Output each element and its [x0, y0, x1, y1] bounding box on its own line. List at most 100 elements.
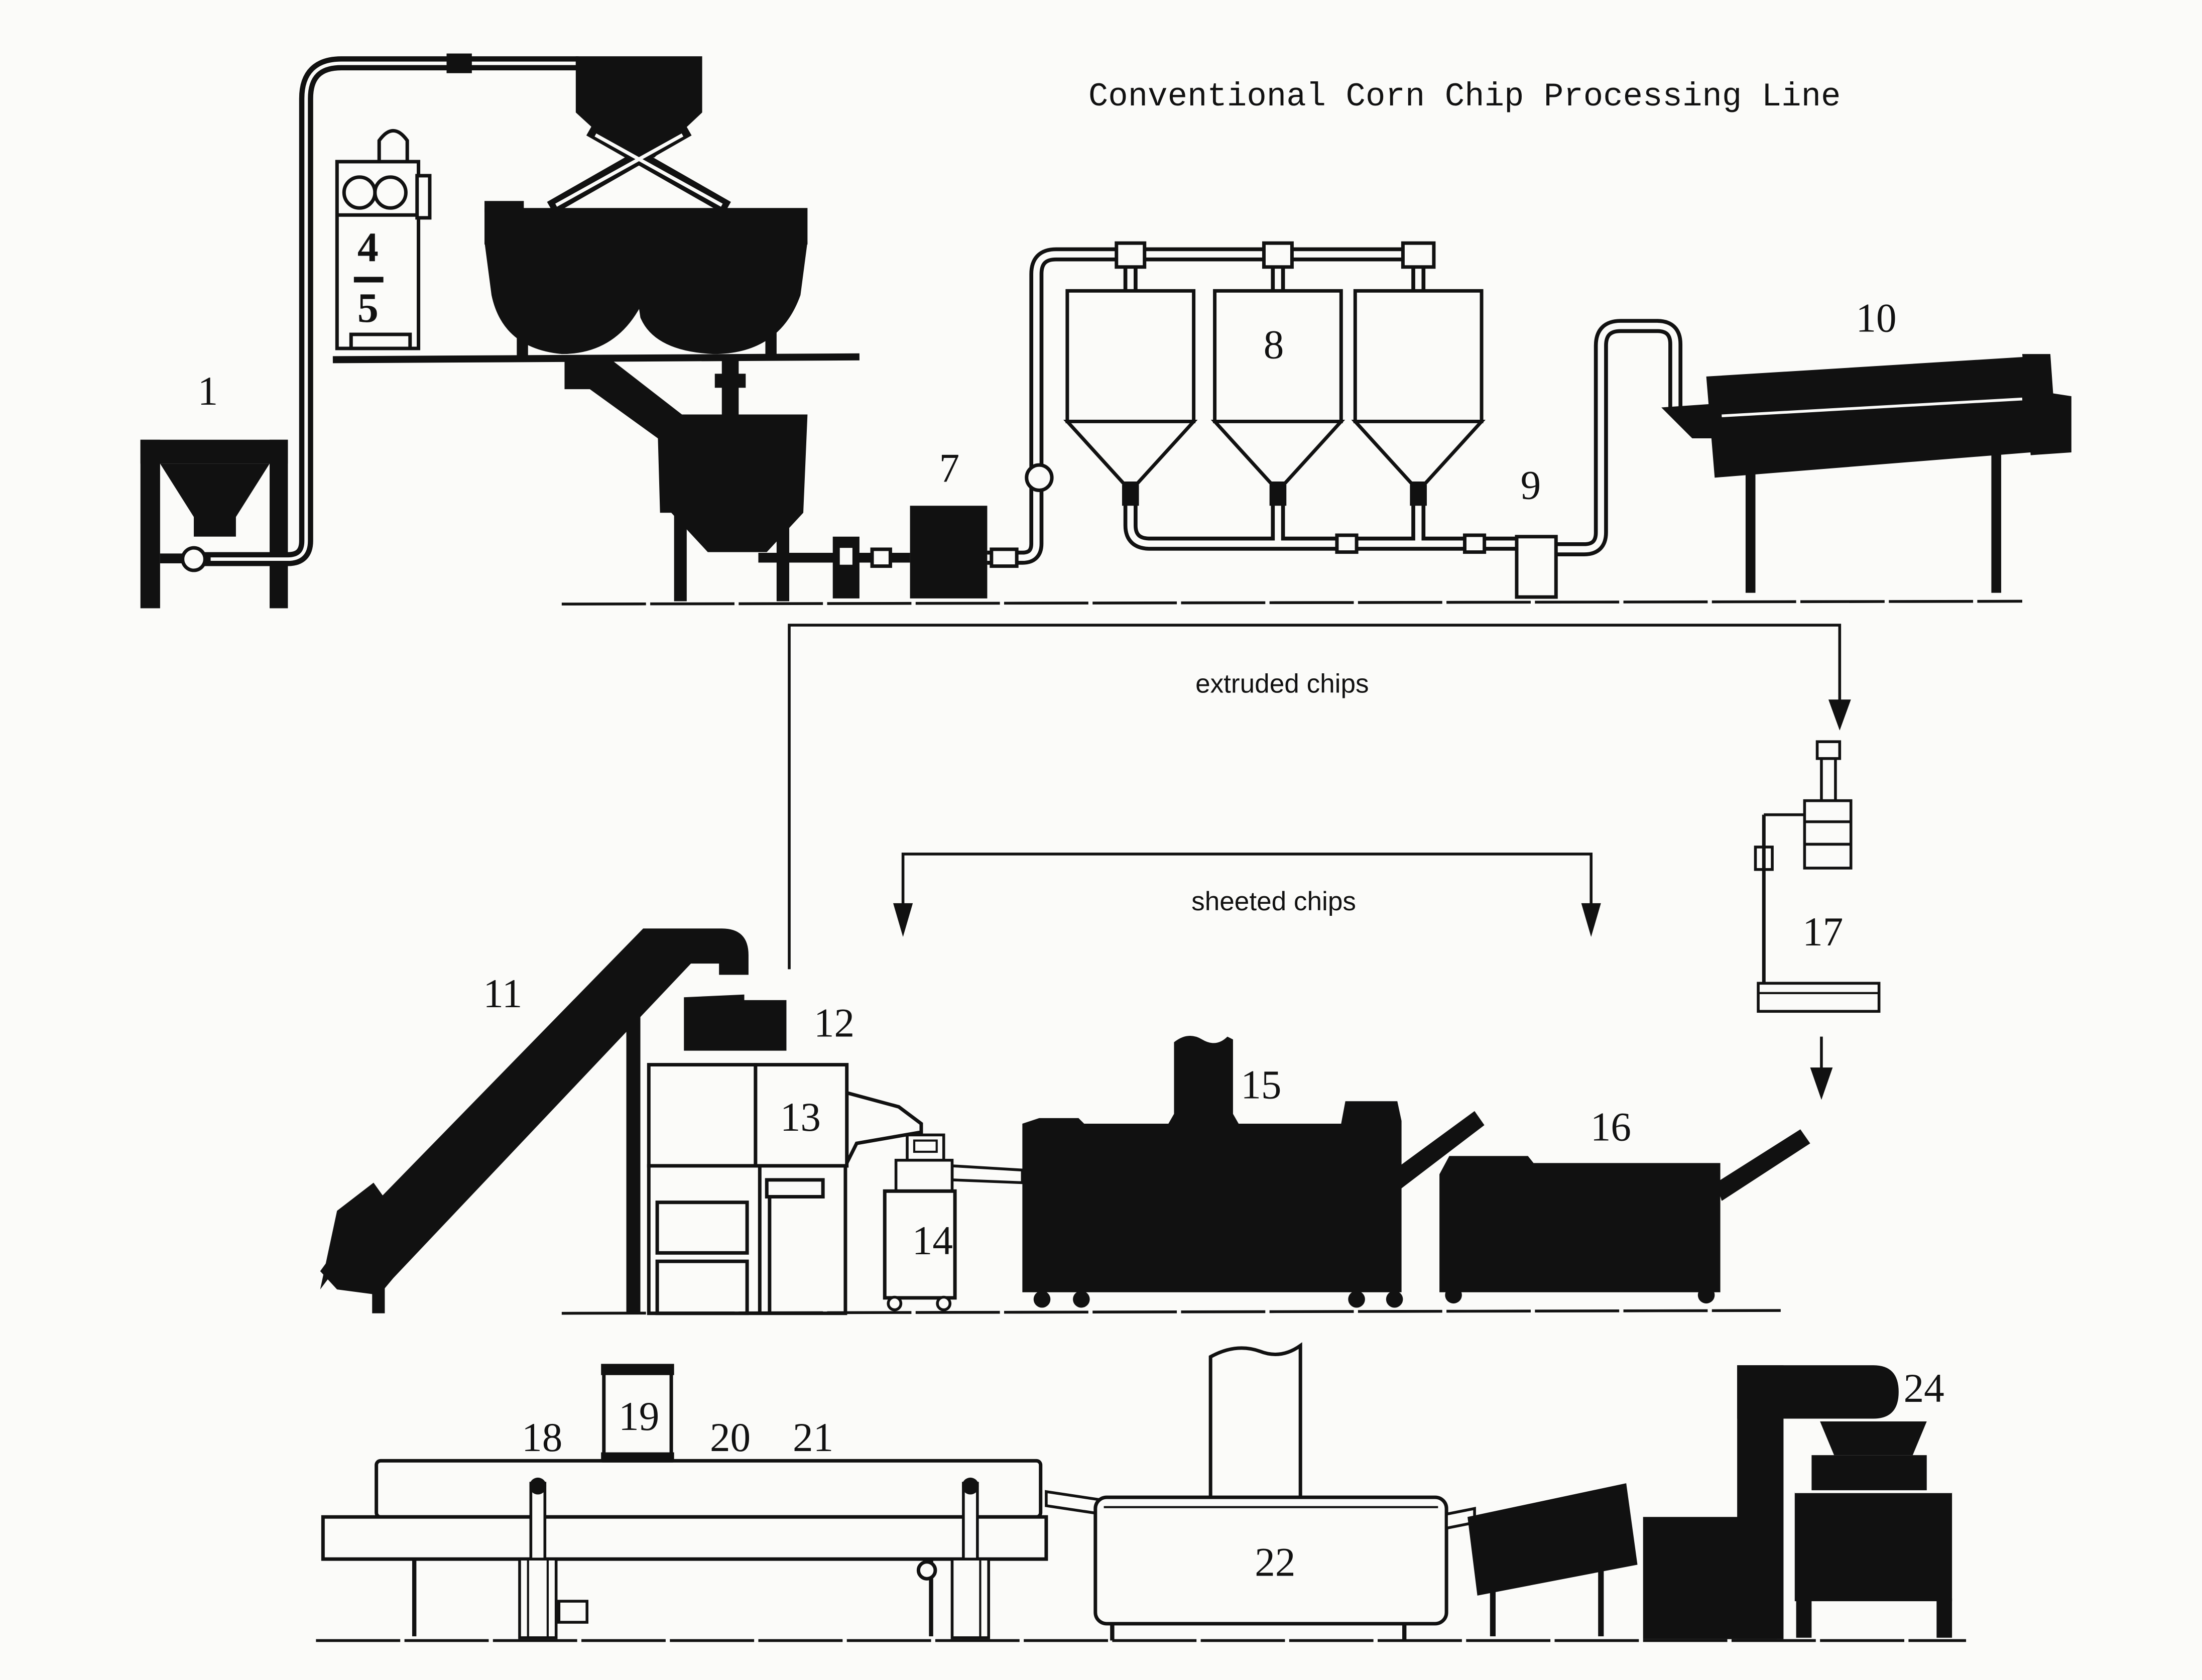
machine-14-wheel-left: [887, 1295, 903, 1311]
lower-hopper-body: [657, 414, 808, 552]
kettle-left-leg: [517, 323, 528, 360]
sheeter-upper-left: [647, 1063, 758, 1168]
pipe-7-gauge: [1025, 463, 1054, 492]
applicator-19-bottom-bar: [601, 1452, 674, 1463]
diagram-title: Conventional Corn Chip Processing Line: [1088, 78, 1841, 115]
transfer-pump: [832, 536, 860, 598]
sheeter-drawer-1: [655, 1201, 749, 1255]
silo-2-valve: [1269, 485, 1287, 506]
label-21: 21: [793, 1415, 833, 1460]
cutter-down-arrowhead: [1810, 1067, 1833, 1100]
lower-hopper-left-leg: [674, 506, 687, 602]
hopper-1-left-leg: [140, 439, 160, 609]
kettle-rim: [484, 208, 808, 245]
bucket-elevator: [1643, 1365, 1899, 1639]
pipe-7-riser-inner: [987, 251, 1433, 561]
machine-13-sheeter: [647, 1063, 923, 1315]
label-24: 24: [1904, 1366, 1944, 1411]
packager-hopper: [1820, 1421, 1927, 1456]
hopper-1-funnel: [160, 463, 270, 537]
machine-14-body: [883, 1189, 957, 1300]
cabinet-side-box: [415, 174, 432, 220]
machine-14-head-window: [913, 1139, 938, 1153]
label-7: 7: [939, 446, 960, 491]
machine-14-wheel-right: [936, 1295, 952, 1311]
label-20: 20: [710, 1415, 751, 1460]
conveyor-post-right-housing: [950, 1557, 991, 1639]
label-4: 4: [357, 224, 379, 271]
drum-22-body: [1093, 1495, 1448, 1626]
bottom-manifold-coupling-1: [1335, 533, 1359, 554]
applicator-19-top-bar: [601, 1364, 674, 1375]
extruded-chips-flow: extruded chips: [788, 624, 1851, 970]
sheeter-small-drawer: [765, 1178, 825, 1198]
sheeted-chips-label: sheeted chips: [1191, 887, 1356, 916]
pump-coupling: [870, 547, 892, 568]
fryer-discharge-chute: [1716, 1129, 1810, 1201]
top-hopper: [547, 56, 731, 214]
conveyor-post-right-cap: [962, 1477, 979, 1495]
bottom-manifold-coupling-2: [1462, 533, 1487, 554]
kettle-right-leg: [765, 323, 777, 360]
machine-19-applicator: [601, 1364, 674, 1463]
conveyor-post-left-cap: [529, 1477, 547, 1495]
conveyor-upper-deck: [375, 1459, 1043, 1519]
machine-24-packager: [1794, 1421, 1952, 1638]
packager-base: [1794, 1491, 1952, 1602]
transfer-pump-window: [839, 548, 852, 565]
hopper-1-top-bar: [140, 439, 288, 464]
label-9: 9: [1521, 462, 1541, 508]
label-19: 19: [619, 1394, 659, 1439]
cabinet-gauge-right: [373, 175, 408, 210]
masa-piping: [987, 241, 1683, 568]
cutter-neck: [1820, 757, 1837, 802]
silo-2-cone: [1210, 419, 1345, 486]
conveyor-11-belt: [320, 928, 749, 1295]
extruder-feed-funnel: [1661, 403, 1722, 439]
oven-body: [1022, 1036, 1402, 1292]
oven-wheel-3: [1348, 1290, 1365, 1308]
cabinet-gauge-left: [342, 175, 377, 210]
silo-3-body: [1353, 289, 1484, 423]
bottom-manifold-inner: [1127, 503, 1520, 547]
machine-15-oven: [1022, 1036, 1485, 1308]
silo-1-valve: [1122, 485, 1139, 506]
cabinet-base: [349, 332, 412, 350]
cabinet-top-loop: [377, 129, 409, 162]
label-1: 1: [198, 369, 218, 414]
extruder-end-cap: [2022, 354, 2071, 455]
extruder-leg-right: [1991, 446, 2002, 593]
silo-3-cone: [1351, 419, 1486, 486]
kettle-drain-valve: [714, 374, 746, 388]
cutter-head-stack: [1803, 799, 1853, 870]
bracing-strut-a-inner: [594, 133, 723, 207]
floor-line-middle: [561, 1309, 1781, 1315]
packager-leg-left: [1796, 1598, 1812, 1638]
machine-11-inclined-conveyor: [320, 928, 749, 1313]
hopper-1-right-leg: [270, 439, 288, 609]
conveyor-post-left-housing: [518, 1557, 558, 1639]
machine-8-silos: [1063, 289, 1486, 506]
label-5: 5: [357, 285, 379, 331]
label-12: 12: [814, 1001, 854, 1046]
pipe-9-to-10-inner: [1556, 322, 1679, 553]
elevator-head-arm: [1737, 1365, 1899, 1419]
steep-tank-assembly: [564, 358, 910, 602]
machine-22-seasoning-drum: [1093, 1342, 1476, 1641]
fryer-body: [1439, 1156, 1721, 1292]
silo-1-cone: [1063, 419, 1198, 486]
conveyor-motor-box: [557, 1600, 589, 1624]
manifold-coupling-3: [1401, 241, 1436, 269]
cutter-top-cap: [1815, 740, 1842, 760]
sheeted-flow-arrowhead-left: [893, 903, 913, 937]
kettle-rim-bump: [484, 201, 524, 212]
pipe-1-coupling: [446, 53, 472, 73]
machine-17-cutter: [1754, 740, 1881, 1100]
silo-1-body: [1065, 289, 1196, 423]
extruded-flow-arrowhead: [1828, 699, 1851, 731]
machine-12-feeder: [684, 994, 787, 1051]
conveyor-11-feed-teeth: [320, 1182, 388, 1290]
label-17: 17: [1802, 909, 1843, 954]
label-10: 10: [1856, 295, 1896, 340]
machine-4-5-cabinet: 4 5: [335, 129, 432, 350]
